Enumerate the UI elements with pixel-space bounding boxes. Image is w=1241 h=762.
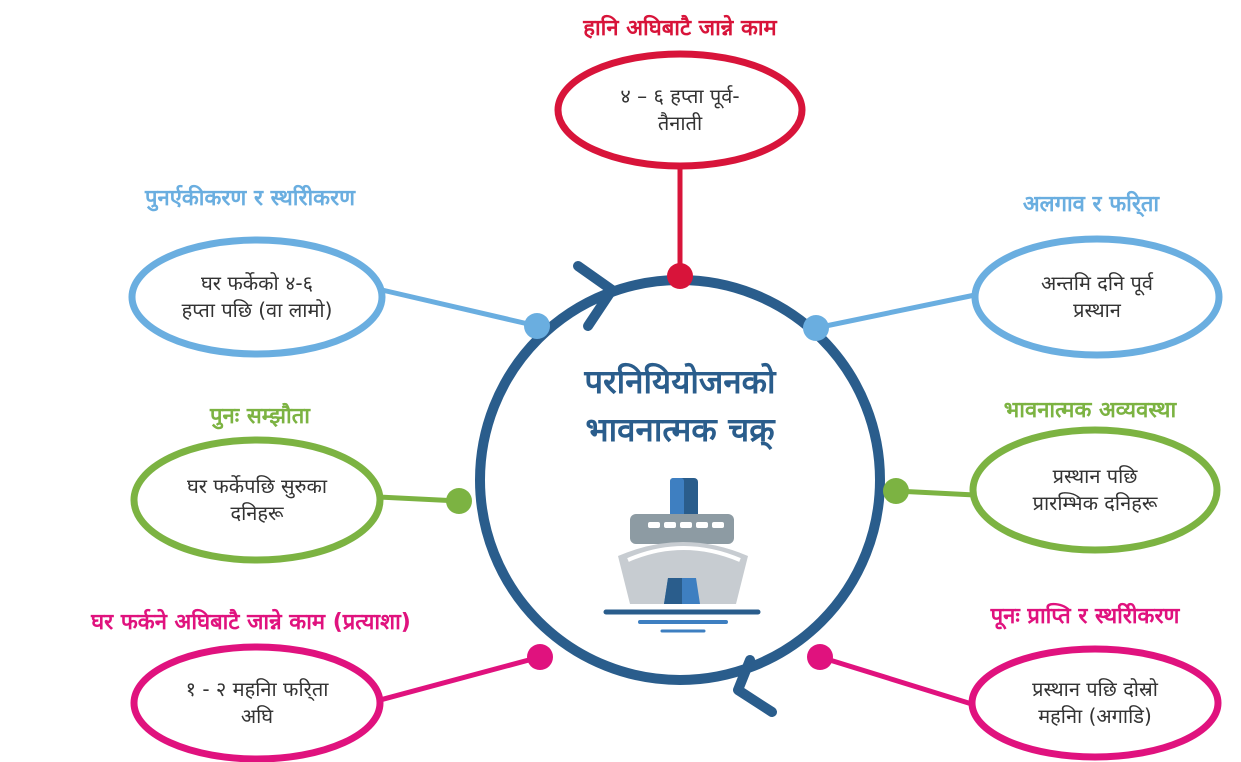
bubble-top [554,50,806,170]
stage-title-left-bottom: घर फर्कने अघिबाटै जान्ने काम (प्रत्याशा) [91,610,411,635]
connector-left-bottom [379,654,541,703]
node-right-mid [883,478,909,504]
bubble-left-bottom [130,643,384,762]
bubble-text-left-top: घर फर्केको ४-६ हप्ता पछि (वा लामो) [181,271,333,322]
bubble-right-mid [969,426,1221,554]
bubble-right-top [971,235,1223,359]
stage-title-top: हानि अघिबाटै जान्ने काम [583,16,777,41]
stage-title-left-top: पुनर्एकीकरण र स्थरिीकरण [145,186,355,211]
node-right-bottom [807,644,833,670]
center-title-line2: भावनात्मक चक्र् [585,409,775,449]
ship-icon [603,478,761,633]
node-left-top [524,313,550,339]
bubble-left-top [128,236,386,358]
stage-title-right-mid: भावनात्मक अव्यवस्था [1003,398,1177,423]
bubble-text-top: ४ – ६ हप्ता पूर्व- तैनाती [620,84,740,135]
node-right-top [803,315,829,341]
connector-right-mid [895,488,976,498]
stage-title-left-mid: पुनः सम्झौता [210,404,310,429]
bubble-text-left-bottom: १ - २ महनिा फरि्ता अघि [185,677,329,728]
node-top [667,263,693,289]
bubble-text-right-bottom: प्रस्थान पछि दोस्रो महनिा (अगाडि) [1032,677,1158,728]
center-title-line1: परनियियोजनको [584,362,776,401]
node-left-mid [446,488,472,514]
connector-left-mid [377,494,460,504]
node-left-bottom [527,644,553,670]
center-title: परनियियोजनको भावनात्मक चक्र् [500,358,860,454]
connector-right-top [815,292,976,331]
arrowhead-icon [733,655,777,717]
arrowhead-icon [573,261,617,331]
connector-right-bottom [819,654,976,708]
stage-title-right-bottom: पूनः प्राप्ति र स्थरिीकरण [990,604,1180,629]
stage-title-right-top: अलगाव र फरि्ता [1022,192,1160,217]
bubble-text-right-top: अन्तमि दनि पूर्व प्रस्थान [1040,271,1154,322]
bubble-text-right-mid: प्रस्थान पछि प्रारम्भिक दनिहरू [1032,464,1158,515]
connector-left-top [381,287,538,329]
bubble-left-mid [130,436,384,564]
bubble-text-left-mid: घर फर्केपछि सुरुका दनिहरू [186,474,328,525]
bubble-right-bottom [968,645,1222,761]
